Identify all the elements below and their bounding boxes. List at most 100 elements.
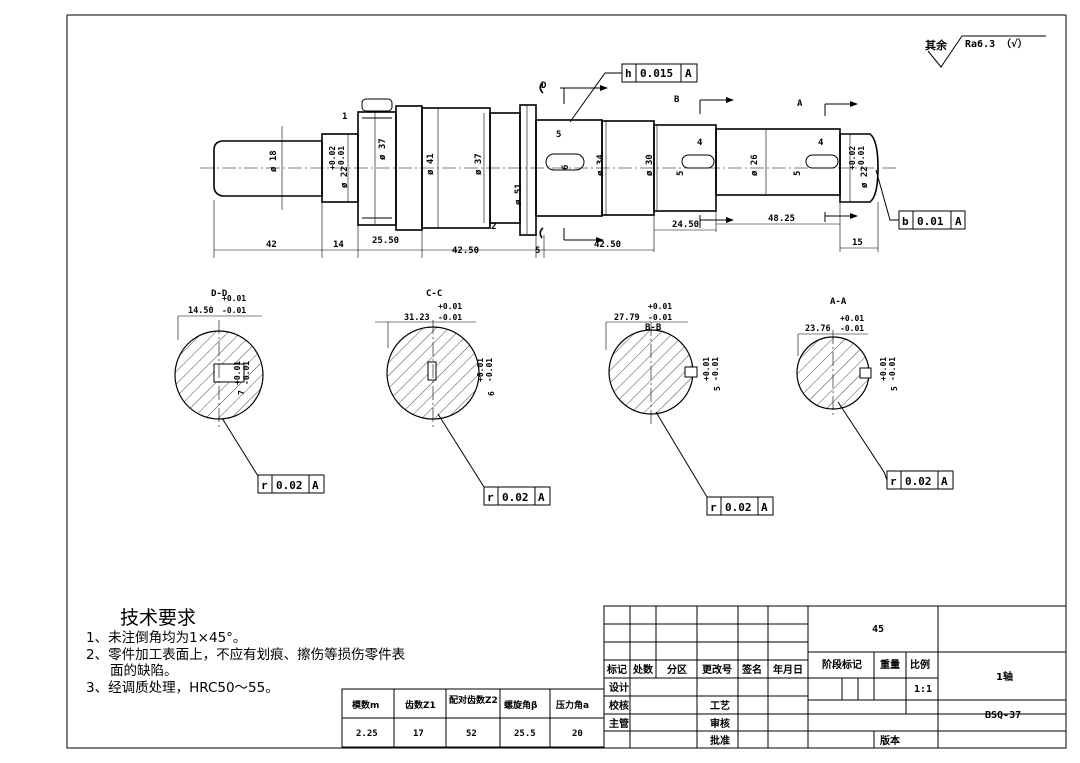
svg-text:20: 20	[572, 729, 583, 739]
svg-text:5: 5	[793, 171, 803, 176]
svg-text:重量: 重量	[880, 658, 900, 671]
keyway-d	[545, 153, 585, 171]
section-aa: A-A 23.76 +0.01 -0.01 5 +0.01 -0.01 r 0.…	[796, 297, 954, 490]
svg-text:-0.01: -0.01	[888, 357, 897, 381]
svg-text:签名: 签名	[741, 663, 762, 676]
svg-text:+0.02: +0.02	[848, 146, 857, 170]
tech-req-title: 技术要求	[120, 607, 196, 629]
svg-text:设计: 设计	[609, 681, 629, 694]
svg-text:42.50: 42.50	[594, 240, 621, 250]
svg-text:31.23: 31.23	[404, 313, 430, 323]
svg-text:工艺: 工艺	[710, 699, 730, 712]
svg-text:-0.01: -0.01	[648, 313, 672, 322]
svg-text:ø 26: ø 26	[750, 154, 760, 176]
svg-text:6: 6	[561, 165, 571, 170]
svg-text:23.76: 23.76	[805, 324, 831, 334]
svg-text:更改号: 更改号	[702, 663, 732, 676]
svg-text:面的缺陷。: 面的缺陷。	[110, 663, 178, 679]
svg-text:+0.01: +0.01	[438, 302, 462, 311]
svg-text:r: r	[710, 501, 717, 514]
svg-text:年月日: 年月日	[773, 663, 803, 676]
svg-text:+0.01: +0.01	[222, 294, 246, 303]
svg-text:0.02: 0.02	[905, 475, 932, 488]
keyway-b	[681, 154, 715, 169]
length-dimensions	[213, 200, 879, 258]
svg-text:27.79: 27.79	[614, 313, 640, 323]
svg-text:+0.02: +0.02	[328, 146, 337, 170]
svg-text:标记: 标记	[606, 663, 627, 676]
svg-text:5: 5	[556, 130, 561, 140]
svg-text:2: 2	[491, 222, 496, 232]
svg-text:-0.01: -0.01	[711, 357, 720, 381]
svg-text:4: 4	[697, 138, 703, 148]
gdt-frame-top: h 0.015 A	[569, 63, 698, 123]
svg-text:b: b	[902, 215, 909, 228]
svg-text:5: 5	[713, 386, 722, 391]
svg-text:其余: 其余	[925, 38, 948, 52]
svg-text:+0.01: +0.01	[702, 357, 711, 381]
svg-text:-0.01: -0.01	[242, 361, 251, 385]
svg-text:A: A	[797, 99, 803, 109]
svg-text:14: 14	[333, 240, 344, 250]
svg-text:0.02: 0.02	[276, 479, 303, 492]
svg-text:+0.01: +0.01	[648, 302, 672, 311]
svg-text:校核: 校核	[609, 699, 629, 712]
svg-text:r: r	[890, 475, 897, 488]
svg-text:阶段标记: 阶段标记	[822, 658, 862, 671]
svg-text:24.50: 24.50	[672, 220, 699, 230]
svg-text:52: 52	[466, 729, 477, 739]
svg-text:-0.01: -0.01	[337, 146, 346, 170]
svg-text:D-D: D-D	[211, 289, 228, 299]
section-cc: C-C 31.23 +0.01 -0.01 6 +0.01 -0.01 r 0.…	[375, 289, 551, 506]
svg-text:h: h	[625, 67, 632, 80]
svg-text:42: 42	[266, 240, 277, 250]
svg-text:14.50: 14.50	[188, 306, 214, 316]
svg-text:ø 34: ø 34	[596, 154, 606, 176]
svg-text:1:1: 1:1	[914, 684, 932, 695]
svg-text:5: 5	[676, 171, 686, 176]
svg-text:ø 51: ø 51	[514, 183, 524, 205]
svg-text:1: 1	[342, 112, 347, 122]
svg-text:7: 7	[237, 390, 246, 395]
svg-text:比例: 比例	[910, 658, 930, 671]
svg-text:批准: 批准	[710, 734, 730, 747]
shaft-main-view: ø 18 ø 22 ø 37 ø 41 ø 37 ø 51 ø 34 ø 30 …	[200, 63, 966, 258]
svg-text:25.50: 25.50	[372, 236, 399, 246]
svg-text:ø 30: ø 30	[645, 154, 655, 176]
svg-text:ø 37: ø 37	[378, 138, 388, 160]
svg-text:0.02: 0.02	[725, 501, 752, 514]
surface-finish-symbol: 其余 Ra6.3 （√）	[925, 35, 1046, 68]
svg-text:A: A	[955, 215, 962, 228]
svg-text:2、零件加工表面上，不应有划痕、擦伤等损伤零件表: 2、零件加工表面上，不应有划痕、擦伤等损伤零件表	[86, 646, 406, 663]
technical-requirements: 技术要求 1、未注倒角均为1×45°。 2、零件加工表面上，不应有划痕、擦伤等损…	[86, 607, 406, 696]
svg-text:A: A	[312, 479, 319, 492]
svg-text:1、未注倒角均为1×45°。: 1、未注倒角均为1×45°。	[86, 630, 246, 646]
svg-text:版本: 版本	[880, 734, 901, 747]
svg-text:4: 4	[818, 138, 824, 148]
svg-text:-0.01: -0.01	[485, 358, 494, 382]
svg-text:1轴: 1轴	[996, 670, 1013, 683]
svg-text:B: B	[674, 95, 680, 105]
drawing-border	[66, 14, 1067, 749]
svg-text:5: 5	[890, 386, 899, 391]
svg-text:r: r	[487, 491, 494, 504]
svg-text:17: 17	[413, 729, 424, 739]
svg-text:A: A	[941, 475, 948, 488]
svg-text:3、经调质处理，HRC50～55。: 3、经调质处理，HRC50～55。	[86, 680, 279, 696]
svg-text:审核: 审核	[710, 717, 730, 730]
svg-text:42.50: 42.50	[452, 246, 479, 256]
section-bb: 27.79 +0.01 -0.01 B-B 5 +0.01 -0.01 r 0.…	[605, 302, 774, 516]
svg-text:ø 22: ø 22	[340, 166, 350, 188]
section-mark-a: A	[797, 99, 858, 222]
svg-text:-0.01: -0.01	[840, 324, 864, 333]
svg-text:0.015: 0.015	[640, 67, 673, 80]
svg-text:螺旋角β: 螺旋角β	[504, 699, 538, 711]
svg-text:B-B: B-B	[645, 323, 662, 333]
svg-text:5: 5	[535, 246, 540, 256]
svg-text:配对齿数Z2: 配对齿数Z2	[449, 694, 498, 706]
svg-text:（√）: （√）	[1001, 37, 1028, 50]
svg-text:25.5: 25.5	[514, 729, 536, 739]
svg-text:齿数Z1: 齿数Z1	[405, 699, 436, 711]
svg-text:BSQ-37: BSQ-37	[985, 710, 1021, 721]
